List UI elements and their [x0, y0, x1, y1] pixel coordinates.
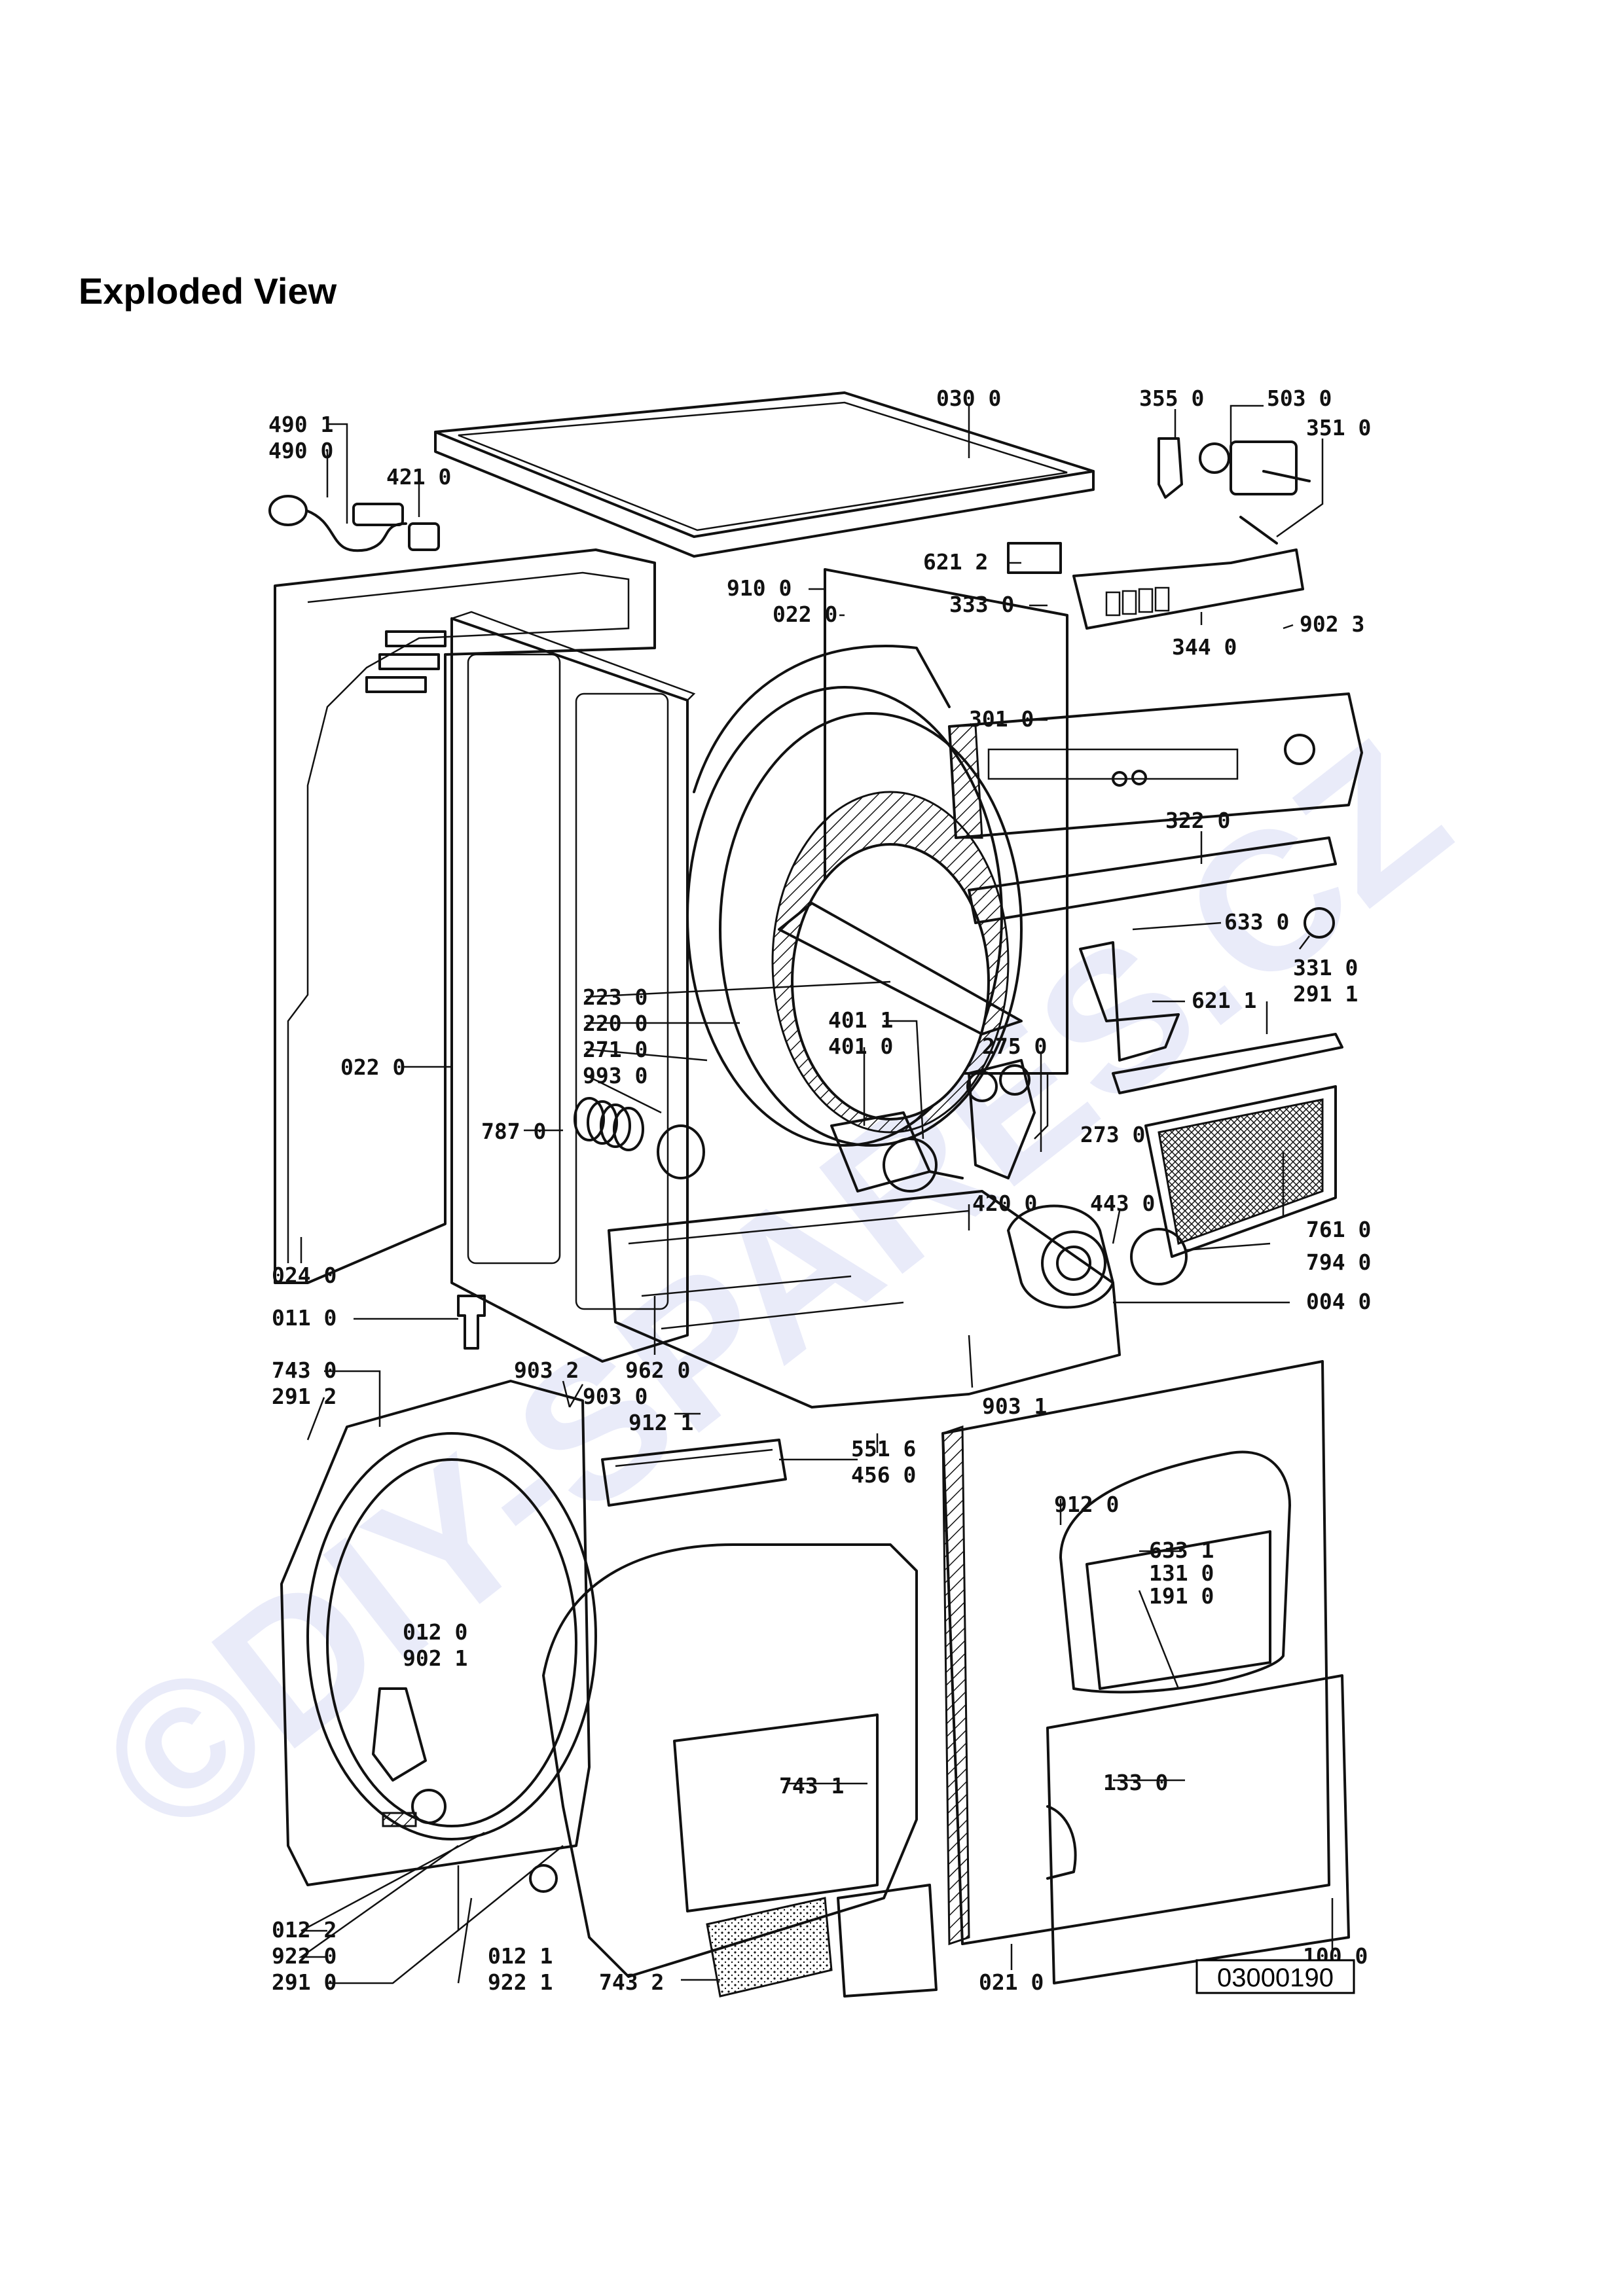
part-label: 903 0 — [583, 1384, 647, 1409]
part-label: 551 6 — [851, 1436, 916, 1462]
part-label: 021 0 — [979, 1969, 1044, 1995]
part-label: 344 0 — [1172, 634, 1237, 660]
spring — [574, 1097, 705, 1179]
idler — [968, 1059, 1036, 1179]
part-label: 743 1 — [779, 1773, 844, 1799]
part-label: 490 1 — [268, 412, 333, 437]
door — [1046, 1674, 1350, 1984]
part-label: 133 0 — [1103, 1770, 1168, 1795]
part-label: 012 1 — [488, 1943, 553, 1969]
part-label: 633 1 — [1149, 1537, 1214, 1563]
part-label: 761 0 — [1306, 1217, 1371, 1242]
part-label: 024 0 — [272, 1263, 337, 1288]
part-label: 443 0 — [1090, 1191, 1155, 1216]
part-label: 223 0 — [583, 984, 647, 1010]
part-label: 912 0 — [1054, 1492, 1119, 1517]
part-label: 743 0 — [272, 1357, 337, 1383]
part-label: 022 0 — [773, 601, 837, 627]
part-label: 903 2 — [514, 1357, 579, 1383]
part-label: 004 0 — [1306, 1289, 1371, 1314]
back-wall — [280, 1380, 597, 1886]
side-panel-left — [274, 548, 656, 1284]
part-label: 275 0 — [982, 1033, 1047, 1059]
part-label: 401 0 — [828, 1033, 893, 1059]
seal-794 — [1130, 1228, 1188, 1285]
switch-355 — [1158, 437, 1183, 499]
power-cord — [268, 495, 440, 552]
rear-duct — [542, 1543, 938, 1998]
part-label: 301 0 — [969, 706, 1034, 732]
bearing — [411, 1789, 447, 1824]
motor — [830, 1111, 964, 1193]
part-label: 011 0 — [272, 1305, 337, 1331]
part-label: 355 0 — [1139, 386, 1204, 411]
front-panel — [450, 617, 689, 1363]
part-label: 291 1 — [1293, 981, 1358, 1007]
part-label: 291 0 — [272, 1969, 337, 1995]
part-label: 962 0 — [625, 1357, 690, 1383]
part-label: 351 0 — [1306, 415, 1371, 440]
part-label: 421 0 — [386, 464, 451, 490]
timer — [1199, 440, 1311, 545]
control-strip — [968, 836, 1337, 924]
page-title: Exploded View — [79, 270, 337, 312]
part-label: 633 0 — [1224, 909, 1289, 935]
part-label: 420 0 — [972, 1191, 1037, 1216]
part-label: 903 1 — [982, 1393, 1047, 1419]
bracket-621-1 — [1079, 941, 1180, 1062]
part-label: 333 0 — [949, 592, 1014, 617]
part-label: 902 3 — [1300, 611, 1364, 637]
part-label: 621 1 — [1192, 988, 1256, 1013]
part-label: 273 0 — [1080, 1122, 1145, 1147]
part-label: 322 0 — [1165, 808, 1230, 833]
part-label: 131 0 — [1149, 1560, 1214, 1586]
foot — [529, 1864, 558, 1893]
part-label: 922 0 — [272, 1943, 337, 1969]
part-label: 291 2 — [272, 1384, 337, 1409]
part-label: 910 0 — [727, 575, 792, 601]
part-label: 922 1 — [488, 1969, 553, 1995]
part-label: 220 0 — [583, 1011, 647, 1036]
control-panel — [948, 692, 1363, 839]
part-label: 331 0 — [1293, 955, 1358, 980]
base — [608, 1190, 1121, 1408]
top-cover-edge — [434, 431, 1095, 558]
leader-lines — [299, 404, 1334, 1984]
switch-621-2 — [1007, 542, 1062, 574]
part-label: 621 2 — [923, 549, 988, 575]
part-label: 191 0 — [1149, 1583, 1214, 1609]
part-label: 743 2 — [599, 1969, 664, 1995]
part-label: 022 0 — [340, 1054, 405, 1080]
part-labels: 490 1 490 0 421 0 030 0 355 0 503 0 351 … — [268, 386, 1371, 1995]
part-label: 456 0 — [851, 1462, 916, 1488]
filter — [1112, 1033, 1343, 1258]
part-label: 794 0 — [1306, 1249, 1371, 1275]
door-frame — [941, 1360, 1330, 1946]
bracket-344 — [1072, 548, 1304, 630]
part-label: 993 0 — [583, 1063, 647, 1088]
drawing-number-box: 03000190 — [1195, 1959, 1355, 1994]
part-label: 012 0 — [403, 1619, 467, 1645]
part-label: 271 0 — [583, 1037, 647, 1062]
screw — [457, 1295, 486, 1350]
part-label: 012 2 — [272, 1917, 337, 1943]
part-label: 030 0 — [936, 386, 1001, 411]
part-label: 401 1 — [828, 1007, 893, 1033]
part-label: 912 1 — [629, 1410, 693, 1435]
heater — [601, 1439, 787, 1507]
part-label: 490 0 — [268, 438, 333, 463]
part-label: 503 0 — [1267, 386, 1332, 411]
filter-pad — [706, 1897, 833, 1998]
knob — [1304, 907, 1335, 939]
part-label: 902 1 — [403, 1645, 467, 1671]
drawing-number: 03000190 — [1217, 1964, 1334, 1992]
part-label: 787 0 — [481, 1119, 546, 1144]
